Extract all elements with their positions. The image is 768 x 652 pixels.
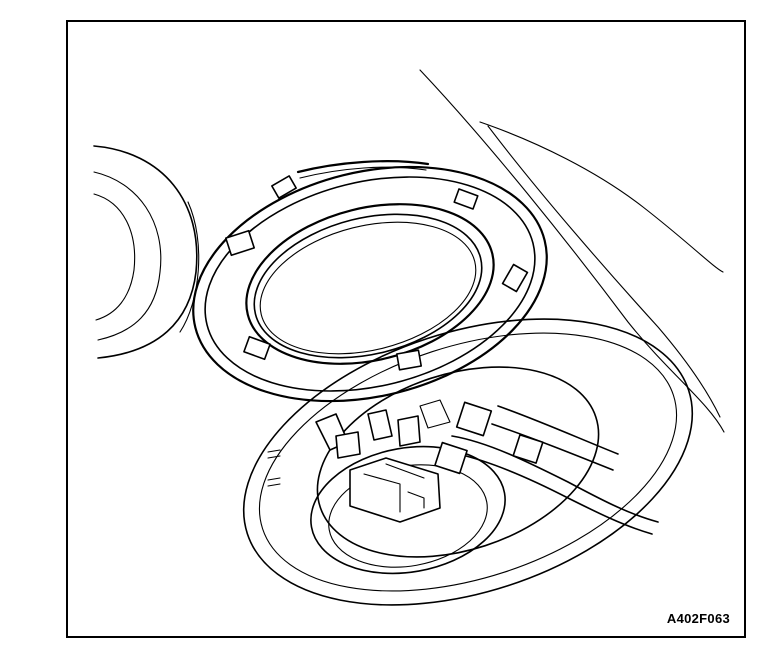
body-contour-lines — [419, 69, 725, 433]
lock-ring-tabs — [225, 175, 529, 371]
pump-module — [267, 399, 659, 575]
top-fittings — [315, 399, 451, 459]
removed-cover-arcs — [93, 145, 200, 359]
wall-markers — [267, 449, 281, 487]
fuel-lines — [434, 401, 659, 535]
fuel-tank-opening — [242, 318, 694, 606]
figure-code-label: A402F063 — [666, 611, 730, 626]
electrical-connector — [349, 457, 441, 523]
fuel-pump-lock-ring-illustration — [93, 69, 725, 606]
lock-ring — [192, 160, 548, 403]
figure-frame: A402F063 — [66, 20, 746, 638]
